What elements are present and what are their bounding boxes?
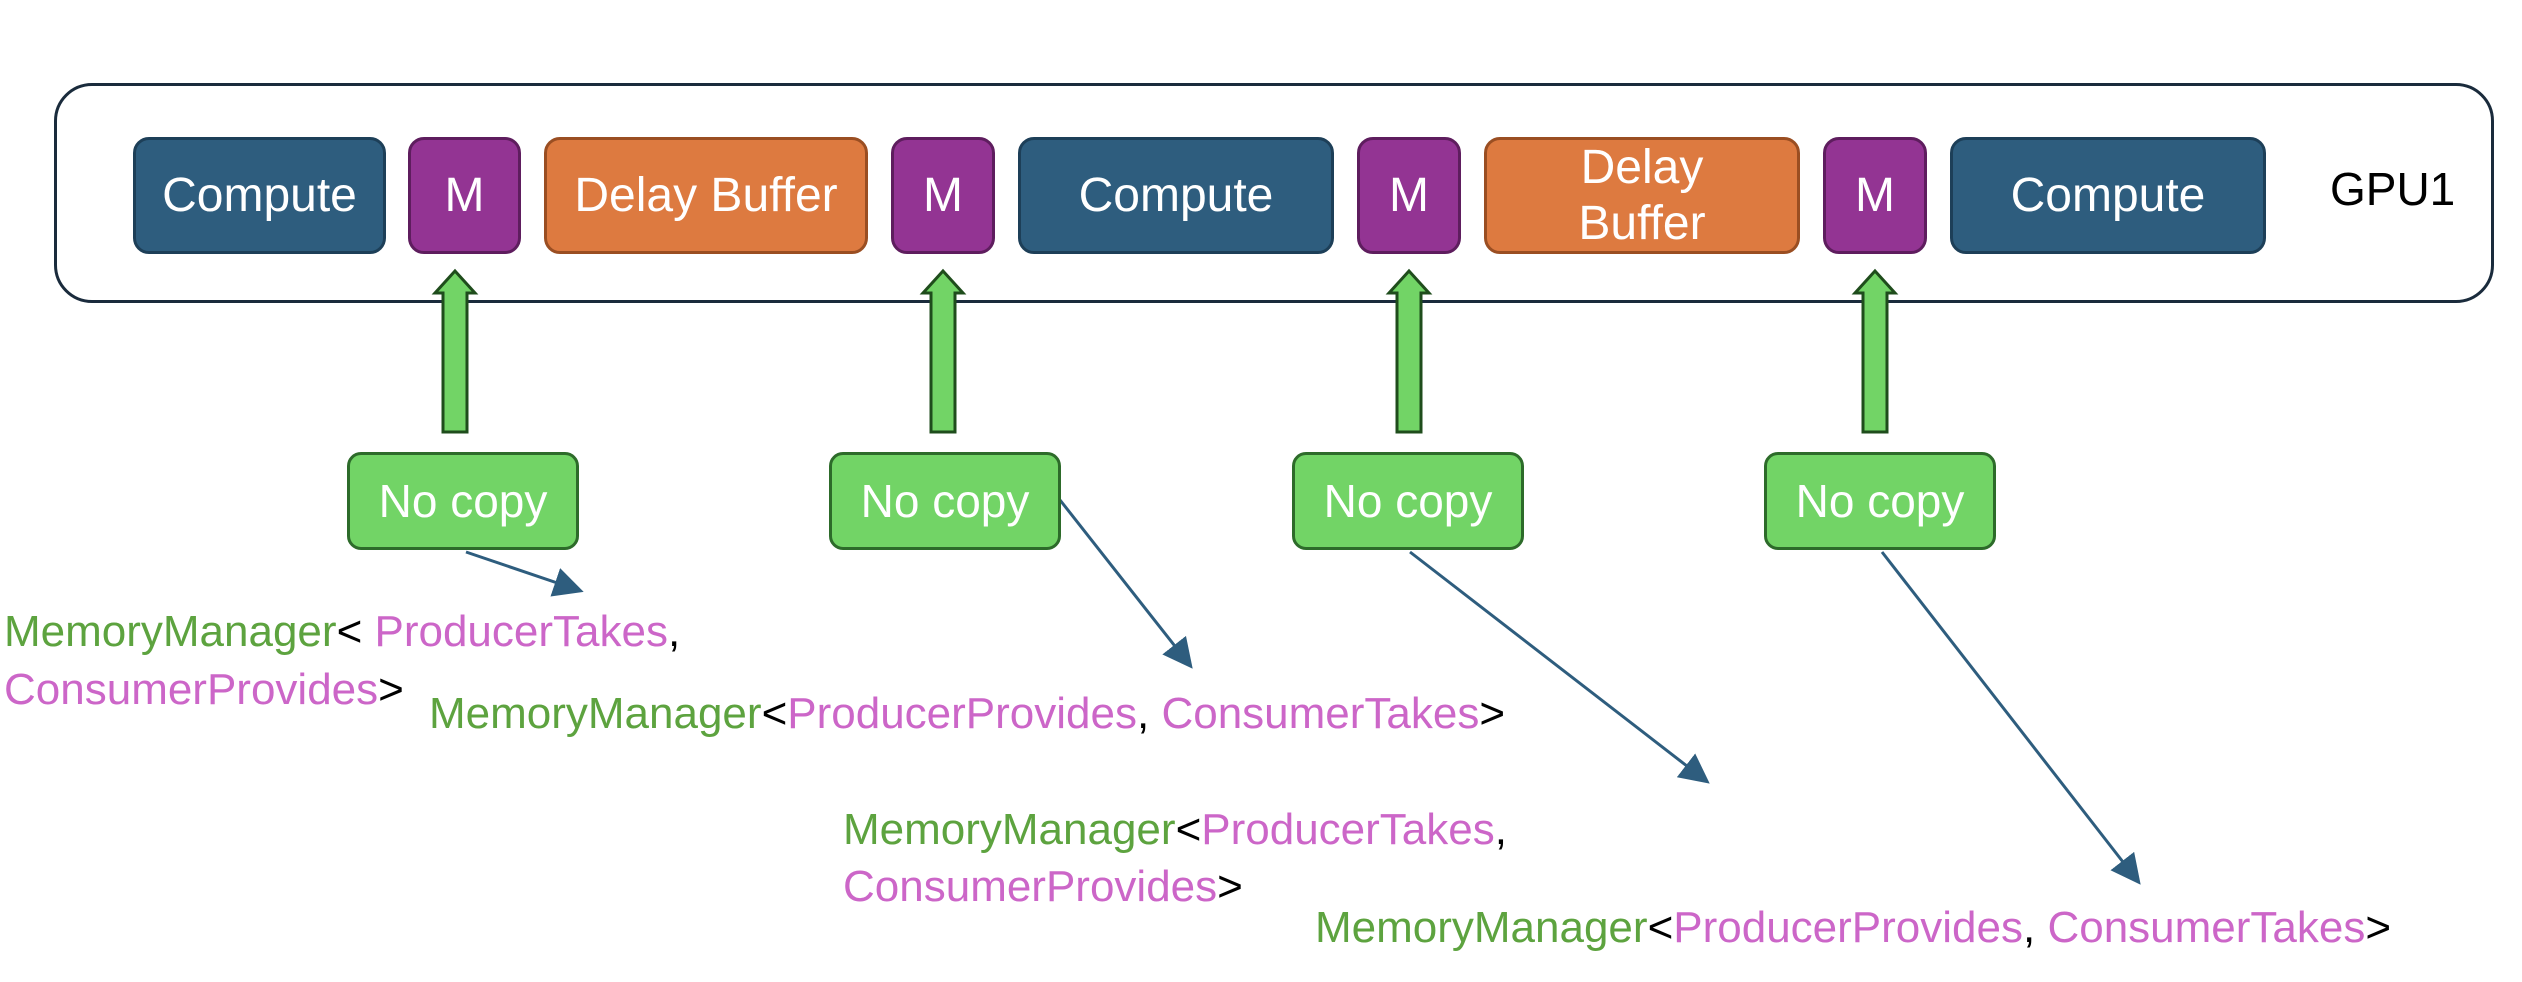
separator: ,: [2023, 903, 2048, 952]
close-bracket: >: [378, 665, 404, 714]
separator: ,: [1494, 805, 1507, 854]
manager-name: MemoryManager: [429, 689, 762, 738]
compute-block-3: Compute: [1950, 137, 2266, 254]
memory-manager-4: MemoryManager<ProducerProvides, Consumer…: [1315, 906, 2391, 950]
manager-name: MemoryManager: [4, 607, 337, 656]
close-bracket: >: [1479, 689, 1506, 738]
compute-block-1: Compute: [133, 137, 386, 254]
manager-name: MemoryManager: [843, 805, 1176, 854]
delay-buffer-block-2: Delay Buffer: [1484, 137, 1800, 254]
producer-type: ProducerProvides: [1673, 903, 2023, 952]
memory-block-3: M: [1357, 137, 1461, 254]
pointer-arrow-1: [465, 550, 584, 597]
consumer-type: ConsumerTakes: [2047, 903, 2366, 952]
compute-block-2: Compute: [1018, 137, 1334, 254]
gpu-label: GPU1: [2330, 163, 2456, 215]
producer-type: ProducerTakes: [374, 607, 668, 656]
gpu1-frame: [54, 83, 2494, 303]
no-copy-box-4: No copy: [1764, 452, 1996, 550]
consumer-type: ConsumerProvides: [843, 862, 1218, 911]
up-arrow-3: [1385, 268, 1433, 434]
open-bracket: <: [336, 607, 375, 656]
memory-manager-3-line-1: MemoryManager<ProducerTakes,: [843, 808, 1507, 852]
memory-manager-1-line-2: ConsumerProvides>: [4, 668, 404, 712]
up-arrow-1: [431, 268, 479, 434]
no-copy-box-3: No copy: [1292, 452, 1524, 550]
pointer-arrow-4: [1880, 551, 2141, 885]
memory-manager-1-line-1: MemoryManager< ProducerTakes,: [4, 610, 680, 654]
separator: ,: [1137, 689, 1162, 738]
producer-type: ProducerProvides: [787, 689, 1137, 738]
memory-block-1: M: [408, 137, 521, 254]
open-bracket: <: [1647, 903, 1674, 952]
separator: ,: [667, 607, 681, 656]
close-bracket: >: [2365, 903, 2392, 952]
up-arrow-2: [919, 268, 967, 434]
memory-block-4: M: [1823, 137, 1927, 254]
up-arrow-4: [1851, 268, 1899, 434]
memory-block-2: M: [891, 137, 995, 254]
pointer-arrow-3: [1409, 550, 1710, 784]
delay-buffer-block-1: Delay Buffer: [544, 137, 868, 254]
memory-manager-2: MemoryManager<ProducerProvides, Consumer…: [429, 692, 1505, 736]
close-bracket: >: [1217, 862, 1243, 911]
manager-name: MemoryManager: [1315, 903, 1648, 952]
open-bracket: <: [1175, 805, 1202, 854]
consumer-type: ConsumerProvides: [4, 665, 379, 714]
open-bracket: <: [761, 689, 788, 738]
no-copy-box-1: No copy: [347, 452, 579, 550]
pointer-arrow-2: [1058, 499, 1193, 669]
consumer-type: ConsumerTakes: [1161, 689, 1480, 738]
memory-manager-3-line-2: ConsumerProvides>: [843, 865, 1243, 909]
no-copy-box-2: No copy: [829, 452, 1061, 550]
producer-type: ProducerTakes: [1201, 805, 1495, 854]
